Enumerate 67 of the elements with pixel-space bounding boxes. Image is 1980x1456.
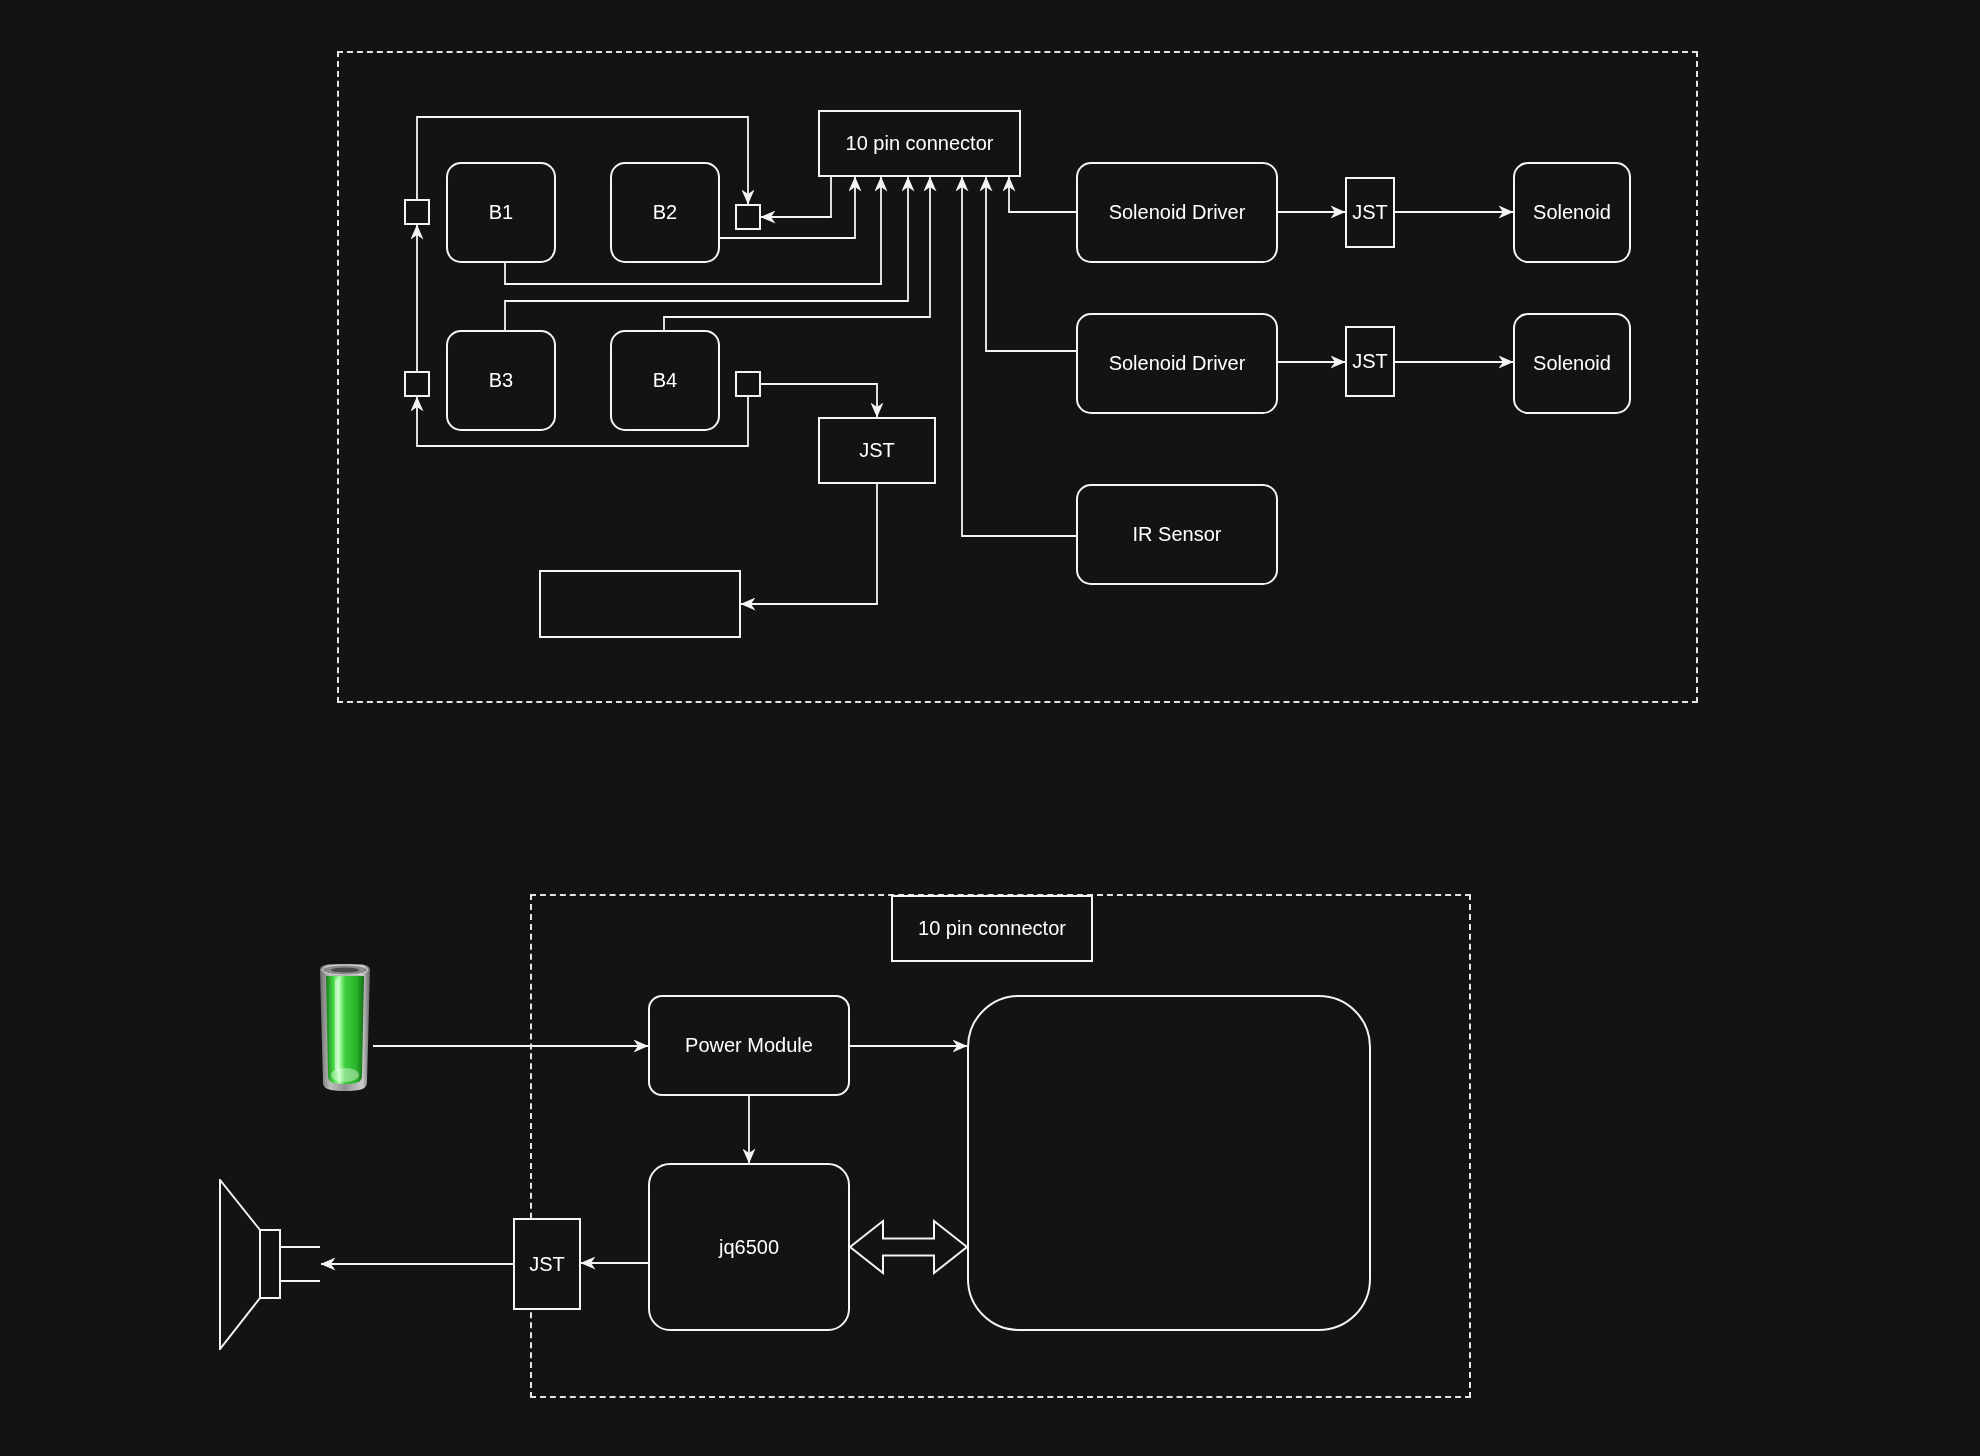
connector-box: [513, 1218, 581, 1310]
module-box: [1076, 484, 1278, 585]
arrow: [760, 176, 832, 224]
arrow: [410, 396, 749, 447]
arrow: [760, 383, 884, 418]
box-label: IR Sensor: [1132, 522, 1222, 547]
arrow: [849, 1039, 968, 1053]
module-box: [1076, 162, 1278, 263]
box-label: Solenoid Driver: [1108, 200, 1246, 225]
box-label: B1: [488, 200, 514, 225]
box-label: Solenoid: [1533, 351, 1611, 376]
speaker-icon: [219, 1179, 321, 1350]
box-label: JST: [1352, 200, 1388, 225]
arrow: [504, 176, 915, 331]
module-box: [648, 995, 850, 1096]
arrow: [955, 176, 1077, 537]
module-box: [610, 330, 720, 431]
arrow: [1394, 205, 1514, 219]
box-label: 10 pin connector: [845, 131, 994, 156]
arrow: [719, 176, 862, 239]
arrow: [580, 1256, 649, 1270]
box-label: jq6500: [718, 1234, 780, 1260]
arrow: [372, 1039, 649, 1053]
battery-icon: [317, 962, 373, 1093]
dashed-group-frame: [337, 51, 1698, 703]
dashed-group-frame: [530, 894, 1471, 1398]
arrow: [663, 176, 937, 331]
box-label: Solenoid: [1533, 200, 1611, 225]
arrow: [1394, 355, 1514, 369]
box-label: Solenoid Driver: [1108, 351, 1246, 376]
module-box: [1513, 162, 1631, 263]
port-square: [735, 371, 761, 397]
box-label: JST: [1352, 349, 1388, 374]
box-label: Power Module: [685, 1033, 813, 1058]
module-box: [446, 330, 556, 431]
arrow: [504, 176, 888, 285]
module-box: [1076, 313, 1278, 414]
arrow: [742, 1095, 756, 1164]
box-label: B4: [652, 368, 678, 393]
port-square: [404, 371, 430, 397]
port-square: [404, 199, 430, 225]
arrow: [410, 224, 424, 372]
module-box: [648, 1163, 850, 1331]
box-label: 10 pin connector: [918, 916, 1066, 941]
module-box: [1513, 313, 1631, 414]
connector-box: [818, 110, 1021, 177]
module-box: [610, 162, 720, 263]
box-label: B2: [652, 200, 678, 225]
connector-box: [1345, 326, 1395, 397]
arrow: [979, 176, 1077, 352]
arrow: [416, 116, 755, 205]
connector-box: [818, 417, 936, 484]
empty-module-box: [967, 995, 1371, 1331]
box-label: JST: [859, 438, 895, 463]
module-box: [446, 162, 556, 263]
connector-box: [1345, 177, 1395, 248]
arrow: [740, 483, 878, 611]
arrow: [1277, 205, 1346, 219]
arrow: [1277, 355, 1346, 369]
box-label: B3: [488, 368, 514, 393]
arrow: [320, 1257, 514, 1271]
box-label: JST: [529, 1251, 565, 1277]
empty-module-box: [539, 570, 741, 638]
arrow: [1002, 176, 1077, 213]
double-block-arrow: [848, 1218, 969, 1276]
connector-box: [891, 895, 1093, 962]
port-square: [735, 204, 761, 230]
